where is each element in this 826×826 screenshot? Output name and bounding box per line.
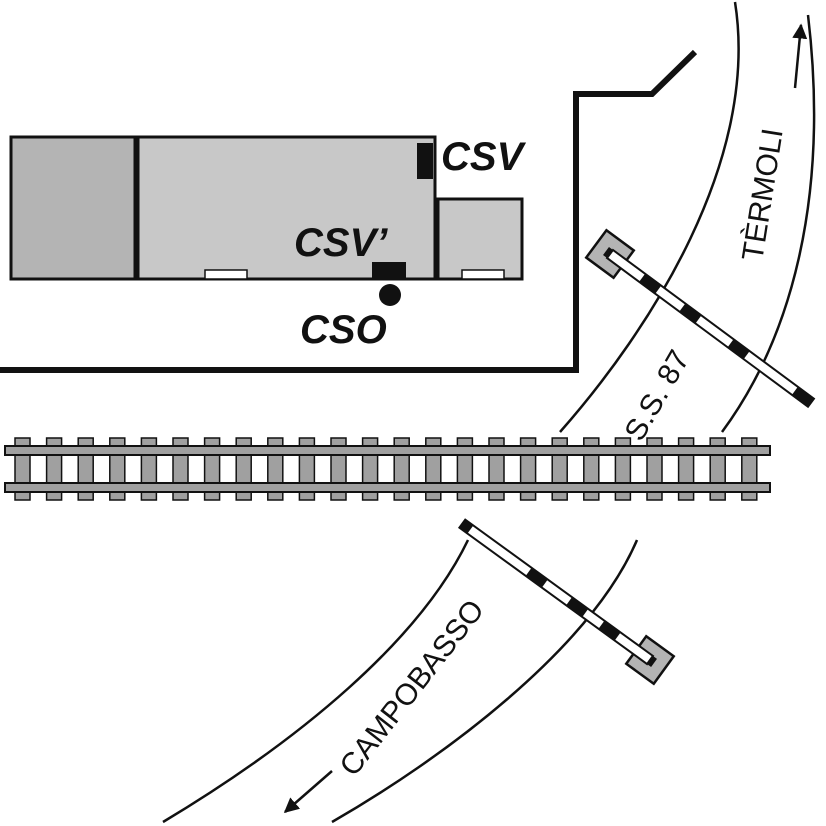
road-edge-south-outer — [331, 539, 639, 824]
csv-prime-marker — [372, 262, 406, 280]
building-left — [9, 135, 137, 281]
arrow-north — [792, 23, 808, 89]
csv-prime-label: CSV’ — [294, 221, 388, 265]
doorway-annex — [461, 269, 505, 280]
road-edge-north-inner — [559, 1, 740, 433]
barrier-north-stripe — [679, 303, 702, 324]
barrier-south-stripe — [598, 620, 621, 641]
barrier-north-stripe — [791, 386, 814, 407]
cso-marker — [379, 284, 401, 306]
road-edge-south-inner — [162, 539, 470, 824]
barrier-north — [584, 228, 816, 409]
cso-label: CSO — [300, 308, 387, 352]
rail-top — [4, 445, 771, 456]
road-label: S.S. 87 — [618, 345, 696, 447]
barrier-south-stripe — [459, 519, 474, 534]
road-edge-north-outer — [720, 14, 816, 433]
barrier-north-stripe — [639, 273, 662, 294]
barrier-south-stripe — [525, 567, 548, 588]
rail-bottom — [4, 482, 771, 493]
arrow-south — [283, 770, 333, 813]
barrier-south — [457, 518, 676, 686]
building-annex — [436, 197, 524, 281]
csv-marker — [417, 143, 433, 179]
barrier-south-arm — [457, 518, 655, 666]
station-boundary — [0, 49, 698, 373]
building-main — [136, 135, 437, 281]
railway-track — [4, 437, 771, 501]
barrier-north-stripe — [727, 339, 750, 360]
direction-north-label: TÈRMOLI — [736, 126, 789, 263]
barrier-north-arm — [605, 248, 816, 409]
barrier-south-stripe — [566, 597, 589, 618]
csv-label: CSV — [441, 135, 527, 179]
doorway-main — [204, 269, 248, 280]
